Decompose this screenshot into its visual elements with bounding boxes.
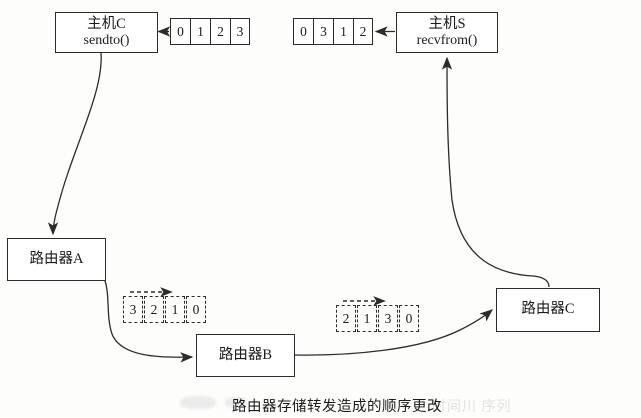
packet-cell: 2: [353, 18, 373, 45]
packet-strip-received[interactable]: 0 3 1 2: [293, 18, 373, 45]
packet-strip-sent[interactable]: 0 1 2 3: [170, 18, 250, 45]
packet-cell: 0: [399, 305, 419, 332]
host-c-title: 主机C: [87, 15, 126, 32]
packet-cell: 1: [165, 296, 185, 323]
link-hostc-to-routera: [47, 52, 102, 236]
node-host-c[interactable]: 主机C sendto(): [55, 12, 158, 53]
router-b-title: 路由器B: [218, 346, 273, 363]
packet-cell: 3: [313, 18, 333, 45]
packet-cell: 2: [144, 296, 164, 323]
packet-cell: 1: [190, 18, 210, 45]
packet-strip-link-b-c[interactable]: 2 1 3 0: [336, 305, 419, 332]
node-router-b[interactable]: 路由器B: [196, 334, 295, 377]
scan-smudge: [225, 397, 247, 408]
packet-cell: 0: [170, 18, 190, 45]
router-a-title: 路由器A: [29, 250, 84, 267]
node-router-a[interactable]: 路由器A: [7, 238, 106, 281]
packet-cell: 0: [186, 296, 206, 323]
packet-cell: 3: [230, 18, 250, 45]
packet-cell: 1: [357, 305, 377, 332]
packet-cell: 3: [378, 305, 398, 332]
packet-cell: 3: [123, 296, 143, 323]
packet-cell: 2: [210, 18, 230, 45]
packet-cell: 0: [293, 18, 313, 45]
packet-strip-link-a-b[interactable]: 3 2 1 0: [123, 296, 206, 323]
host-s-title: 主机S: [428, 15, 466, 32]
node-router-c[interactable]: 路由器C: [496, 288, 600, 332]
host-c-call: sendto(): [83, 32, 130, 48]
node-host-s[interactable]: 主机S recvfrom(): [396, 12, 498, 53]
host-s-call: recvfrom(): [416, 32, 478, 48]
router-c-title: 路由器C: [521, 301, 575, 318]
scan-ghost-text: 时间川 序列: [432, 400, 512, 415]
packet-cell: 1: [333, 18, 353, 45]
scan-smudge: [180, 396, 216, 409]
link-routerc-to-hosts: [441, 56, 550, 288]
packet-cell: 2: [336, 305, 356, 332]
figure-caption: 路由器存储转发造成的顺序更改: [232, 399, 442, 415]
